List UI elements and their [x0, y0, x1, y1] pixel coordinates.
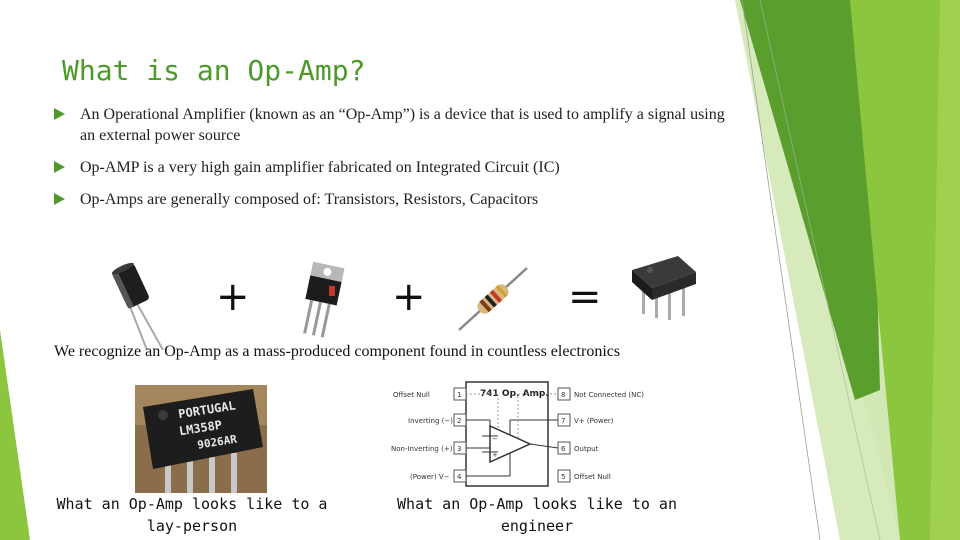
plus-sign-2: +: [392, 274, 426, 320]
pin-label-offset-null-right: Offset Null: [574, 473, 611, 481]
pin-num-2: 2: [457, 417, 461, 425]
pin-label-inverting: Inverting (−): [408, 417, 453, 425]
plus-terminal: +: [492, 451, 498, 459]
pin-num-3: 3: [457, 445, 461, 453]
bullet-text: Op-AMP is a very high gain amplifier fab…: [80, 159, 560, 176]
minus-terminal: −: [492, 435, 498, 443]
chip-text-line3: 9026AR: [196, 433, 238, 452]
bullet-list: An Operational Amplifier (known as an “O…: [54, 104, 734, 221]
caption-layperson: What an Op-Amp looks like to a lay-perso…: [56, 495, 328, 535]
pin-num-1: 1: [457, 391, 461, 399]
recognize-caption: We recognize an Op-Amp as a mass-produce…: [54, 343, 621, 360]
deco-line-2: [759, 0, 881, 540]
lm358-photo: PORTUGAL LM358P 9026AR: [135, 385, 267, 493]
equals-sign: =: [568, 274, 602, 320]
pin-label-offset-null-left: Offset Null: [393, 391, 430, 399]
bullet-item: Op-Amps are generally composed of: Trans…: [54, 189, 734, 210]
pin-num-5: 5: [561, 473, 565, 481]
deco-shape-edge: [930, 0, 960, 540]
deco-line-1: [741, 0, 821, 540]
plus-sign-1: +: [216, 274, 250, 320]
pin-label-non-inverting: Non-Inverting (+): [391, 445, 453, 453]
pin-label-output: Output: [574, 445, 599, 453]
bullet-arrow-icon: [54, 161, 65, 173]
bullet-arrow-icon: [54, 108, 65, 120]
capacitor-image: [111, 262, 164, 351]
bullet-text: An Operational Amplifier (known as an “O…: [80, 106, 725, 144]
pin-label-power-pos: V+ (Power): [574, 417, 614, 425]
pin-num-4: 4: [457, 473, 462, 481]
bullet-item: An Operational Amplifier (known as an “O…: [54, 104, 734, 146]
pin-num-7: 7: [561, 417, 565, 425]
bullet-text: Op-Amps are generally composed of: Trans…: [80, 191, 539, 208]
schematic-title: 741 Op. Amp.: [480, 389, 549, 399]
slide-title: What is an Op-Amp?: [62, 54, 366, 87]
ic-chip-image: [632, 256, 696, 320]
pin-label-power-neg: (Power) V−: [410, 473, 450, 481]
chip-text-line2: LM358P: [178, 418, 223, 439]
resistor-image: [458, 267, 528, 331]
deco-left-wedge: [0, 330, 30, 540]
bullet-item: Op-AMP is a very high gain amplifier fab…: [54, 157, 734, 178]
pin-label-nc: Not Connected (NC): [574, 391, 644, 399]
deco-shape-dark: [740, 0, 880, 400]
op-amp-schematic: 741 Op. Amp. 1 2 3 4 8 7 6 5 Offset Null…: [390, 378, 650, 490]
bullet-arrow-icon: [54, 193, 65, 205]
pin-num-8: 8: [561, 391, 565, 399]
caption-engineer: What an Op-Amp looks like to an engineer: [397, 495, 677, 535]
pin-num-6: 6: [561, 445, 566, 453]
transistor-image: [303, 262, 345, 338]
